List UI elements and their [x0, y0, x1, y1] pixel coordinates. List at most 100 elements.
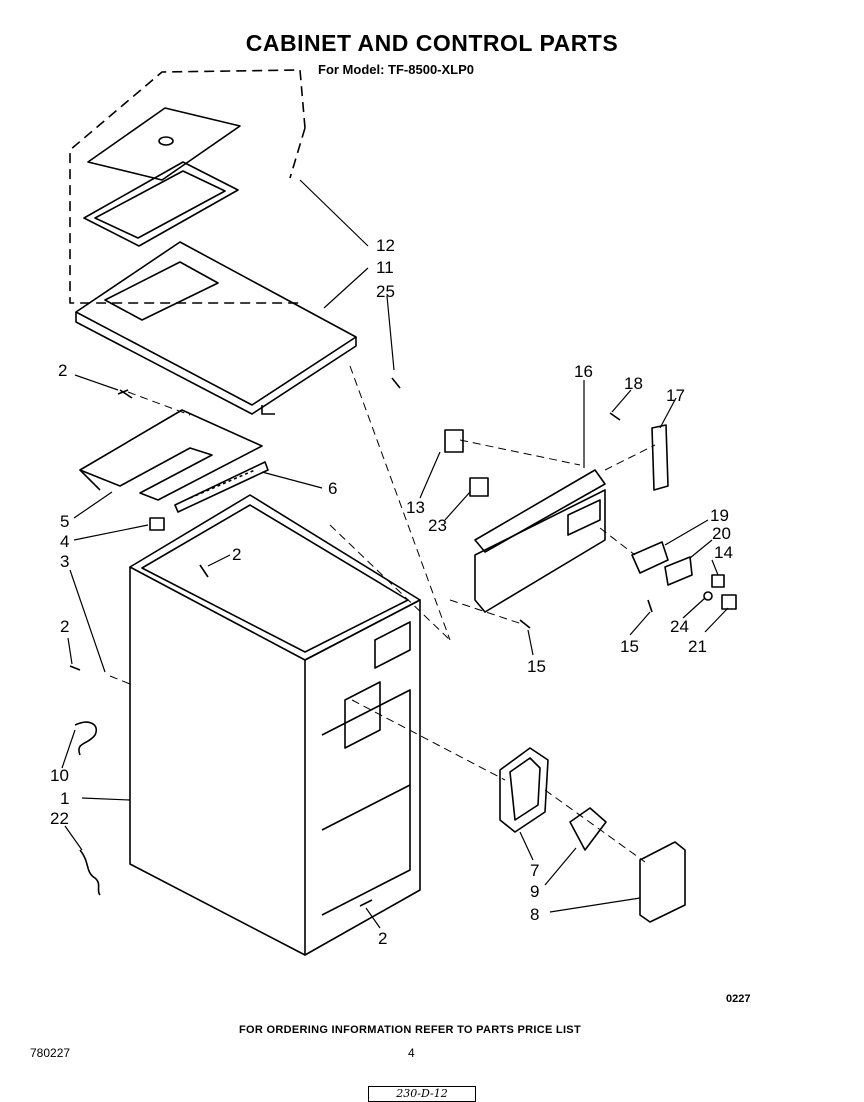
- callout-19: 19: [710, 506, 729, 525]
- leader-15b: [629, 611, 651, 636]
- callout-20: 20: [712, 524, 731, 543]
- explode-line-3: [109, 675, 131, 685]
- callout-10: 10: [50, 766, 69, 785]
- explode-line-actuator: [599, 527, 636, 556]
- explode-line-plate: [544, 789, 646, 863]
- wire-harness-22: [79, 849, 101, 896]
- screw-2c: [69, 665, 81, 671]
- explode-line-bracket: [329, 524, 451, 641]
- explode-line-latch: [604, 444, 656, 471]
- control-housing: [499, 747, 549, 833]
- cap: [721, 594, 737, 610]
- control-plate: [639, 841, 686, 923]
- cabinet-inner-rim: [141, 504, 409, 653]
- leader-20: [689, 539, 713, 559]
- side-opening: [321, 689, 411, 916]
- callout-21: 21: [688, 637, 707, 656]
- callout-13: 13: [406, 498, 425, 517]
- callout-6: 6: [328, 479, 338, 498]
- top-trim-panel: [79, 409, 263, 501]
- actuator-knob: [711, 574, 725, 588]
- screw-15b: [647, 599, 653, 613]
- handwritten-stamp: 230-D-12: [368, 1086, 476, 1102]
- leader-7: [519, 831, 534, 861]
- screw-2a: [117, 389, 133, 399]
- top-cover-plate: [87, 107, 241, 181]
- cover-screw: [158, 136, 174, 146]
- callout-3: 3: [60, 552, 70, 571]
- leader-12: [299, 179, 369, 247]
- page-number: 4: [408, 1046, 415, 1060]
- clip: [149, 517, 165, 531]
- callout-2a: 2: [58, 361, 68, 380]
- tray-frame: [83, 161, 239, 247]
- leader-19: [664, 519, 709, 546]
- callout-22: 22: [50, 809, 69, 828]
- screw-15a: [519, 619, 531, 629]
- leader-17: [659, 397, 677, 429]
- screw-2b: [199, 564, 209, 578]
- control-bracket-slot: [567, 499, 601, 536]
- callout-2b: 2: [232, 545, 242, 564]
- callout-2c: 2: [60, 617, 70, 636]
- switch: [444, 429, 464, 453]
- diagram-code: 0227: [726, 993, 751, 1005]
- callout-7: 7: [530, 861, 540, 880]
- callout-9: 9: [530, 882, 540, 901]
- wire-harness-10: [74, 721, 97, 756]
- actuator-bracket: [631, 541, 669, 574]
- leader-2b: [207, 554, 231, 567]
- countertop-lid: [75, 241, 357, 406]
- leader-8: [549, 897, 641, 913]
- control-disk: [569, 807, 607, 851]
- callout-1: 1: [60, 789, 70, 808]
- leader-5: [73, 491, 113, 519]
- hinge-strip: [174, 461, 269, 513]
- top-trim-edge: [79, 469, 101, 491]
- leader-2a: [74, 374, 119, 391]
- countertop-edge: [75, 312, 357, 415]
- callout-17: 17: [666, 386, 685, 405]
- leader-2c: [67, 637, 73, 665]
- ordering-footer: FOR ORDERING INFORMATION REFER TO PARTS …: [239, 1024, 581, 1036]
- control-bracket-body: [474, 489, 606, 613]
- callout-14: 14: [714, 543, 733, 562]
- leader-2d: [365, 907, 381, 929]
- callout-24: 24: [670, 617, 689, 636]
- leader-6: [261, 471, 323, 489]
- callout-18: 18: [624, 374, 643, 393]
- cabinet-front: [129, 567, 306, 956]
- tray-frame-inner: [94, 170, 226, 239]
- leader-14: [711, 559, 719, 576]
- callout-23: 23: [428, 516, 447, 535]
- screw-25: [391, 377, 401, 389]
- latch: [651, 424, 669, 491]
- leader-25: [386, 295, 395, 371]
- screw-2d: [359, 899, 373, 907]
- leader-11: [323, 267, 369, 309]
- callout-15b: 15: [620, 637, 639, 656]
- leader-10: [61, 729, 76, 769]
- lid-opening: [104, 261, 219, 321]
- explode-line-lid: [349, 365, 451, 641]
- screw-18: [609, 412, 621, 421]
- callout-8: 8: [530, 905, 540, 924]
- leader-1: [81, 797, 131, 801]
- leader-15a: [527, 629, 534, 656]
- top-assembly-bracket: [69, 69, 306, 304]
- leader-4: [73, 524, 149, 541]
- panel-cutout: [374, 621, 411, 669]
- leader-22: [64, 825, 83, 851]
- lid-bracket: [261, 405, 275, 415]
- leader-3: [69, 569, 106, 673]
- callout-12: 12: [376, 236, 395, 255]
- explode-line-switch: [459, 439, 581, 466]
- leader-9: [544, 847, 577, 886]
- callout-4: 4: [60, 532, 70, 551]
- page-title: CABINET AND CONTROL PARTS: [245, 30, 619, 56]
- callout-5: 5: [60, 512, 70, 531]
- rocker-switch: [469, 477, 489, 497]
- callout-16: 16: [574, 362, 593, 381]
- callout-2d: 2: [378, 929, 388, 948]
